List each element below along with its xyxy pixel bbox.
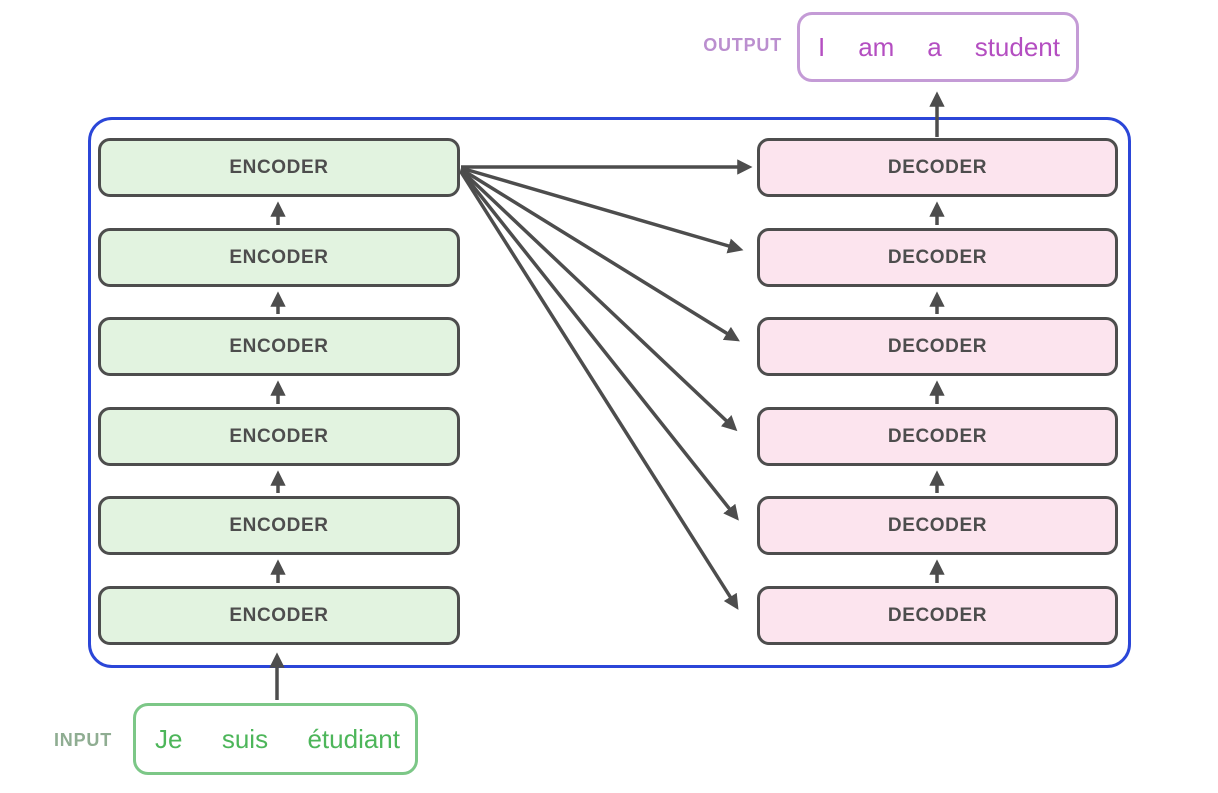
decoder-box: DECODER <box>757 586 1118 645</box>
decoder-box: DECODER <box>757 228 1118 287</box>
transformer-container-outline <box>88 117 1131 668</box>
input-token: suis <box>221 723 269 754</box>
input-label: INPUT <box>54 730 112 750</box>
decoder-box: DECODER <box>757 496 1118 555</box>
encoder-box: ENCODER <box>98 496 460 555</box>
output-token: I <box>818 31 826 62</box>
output-label: OUTPUT <box>703 35 782 55</box>
decoder-box: DECODER <box>757 138 1118 197</box>
encoder-box: ENCODER <box>98 586 460 645</box>
encoder-box: ENCODER <box>98 407 460 466</box>
output-token: am <box>858 31 895 62</box>
encoder-box: ENCODER <box>98 228 460 287</box>
input-sentence-box: Je suis étudiant <box>133 703 418 775</box>
output-token: student <box>974 31 1060 62</box>
input-token: étudiant <box>307 723 400 754</box>
output-sentence-box: I am a student <box>797 12 1079 82</box>
decoder-box: DECODER <box>757 317 1118 376</box>
decoder-box: DECODER <box>757 407 1118 466</box>
encoder-box: ENCODER <box>98 317 460 376</box>
encoder-box: ENCODER <box>98 138 460 197</box>
input-token: Je <box>155 723 183 754</box>
output-token: a <box>927 31 942 62</box>
